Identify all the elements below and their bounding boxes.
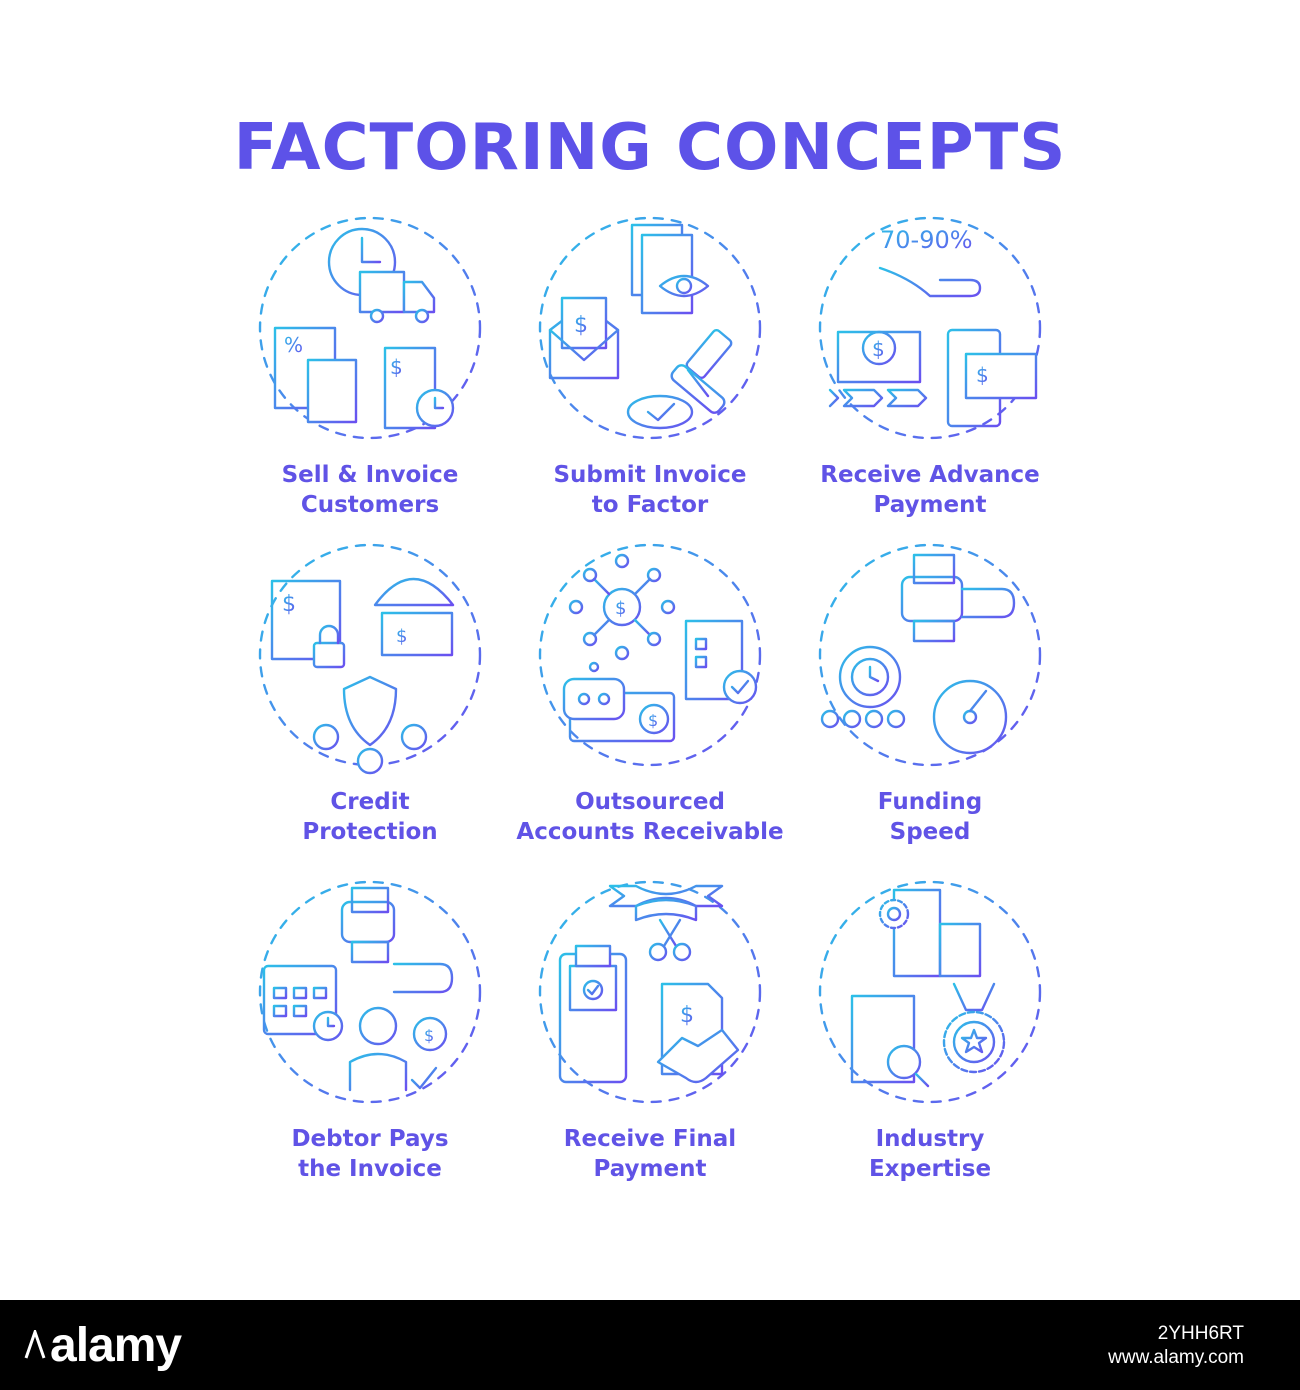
building-award-icon [818, 880, 1042, 1104]
debtor-calendar-icon: $ [258, 880, 482, 1104]
svg-text:%: % [284, 333, 303, 357]
svg-text:$: $ [648, 711, 658, 730]
alamy-logo-icon [24, 1330, 46, 1359]
network-robot-icon: $ $ [538, 543, 762, 767]
watermark-footer [0, 1300, 1300, 1390]
page-title: FACTORING CONCEPTS [233, 111, 1067, 185]
invoice-delivery-icon: % $ [258, 216, 482, 440]
svg-text:70-90%: 70-90% [880, 226, 973, 254]
site-url: www.alamy.com [1108, 1347, 1244, 1368]
svg-text:$: $ [615, 598, 626, 619]
svg-text:$: $ [976, 363, 989, 387]
credit-shield-icon: $ $ [258, 543, 482, 775]
speed-gear-icon [818, 543, 1042, 767]
brand-logo: alamy [50, 1319, 182, 1372]
advance-payment-icon: 70-90% $ $ [818, 216, 1042, 440]
svg-text:$: $ [396, 626, 407, 647]
svg-text:$: $ [424, 1026, 434, 1045]
svg-text:$: $ [574, 313, 588, 338]
terminal-handshake-icon: $ [538, 880, 762, 1104]
svg-text:$: $ [390, 355, 403, 379]
svg-text:$: $ [282, 592, 296, 617]
image-meta: 2YHH6RT www.alamy.com [1108, 1322, 1244, 1370]
svg-text:$: $ [680, 1003, 694, 1028]
image-id: 2YHH6RT [1157, 1323, 1244, 1344]
svg-text:$: $ [872, 337, 885, 361]
document-stamp-icon: $ [538, 216, 762, 440]
